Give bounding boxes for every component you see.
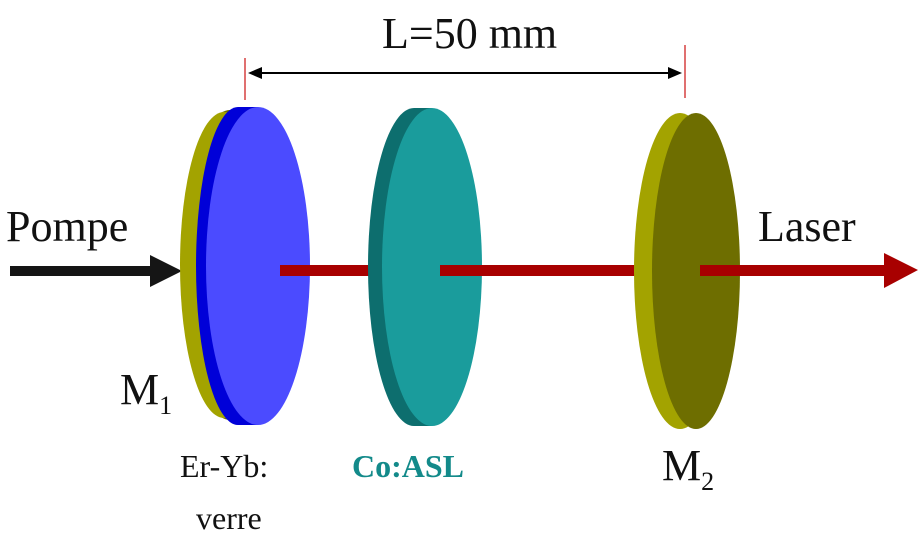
mirror-m2 (634, 113, 740, 429)
distance-arrowhead-left (248, 67, 262, 79)
pump-label: Pompe (6, 202, 129, 251)
beam-in-absorber (440, 265, 482, 276)
mirror-m1-label: M1 (120, 365, 172, 419)
absorber-label: Co:ASL (352, 448, 465, 484)
pump-arrow (10, 255, 182, 287)
beam-in-gain (280, 265, 310, 276)
laser-label: Laser (758, 202, 856, 251)
mirror-m1-letter: M (120, 365, 160, 414)
gain-medium-disc (196, 107, 310, 425)
laser-beam (280, 265, 640, 276)
mirror-m2-letter: M (662, 441, 702, 490)
distance-label: L=50 mm (382, 9, 558, 58)
mirror-m2-subscript: 2 (701, 467, 715, 496)
gain-medium-label-line1: Er-Yb: (180, 448, 269, 484)
laser-output-arrow (700, 253, 918, 288)
gain-medium-label-line2: verre (196, 500, 262, 536)
absorber-disc (368, 108, 482, 426)
mirror-m2-label: M2 (662, 441, 714, 495)
distance-arrowhead-right (668, 67, 682, 79)
mirror-m1-subscript: 1 (159, 391, 173, 420)
